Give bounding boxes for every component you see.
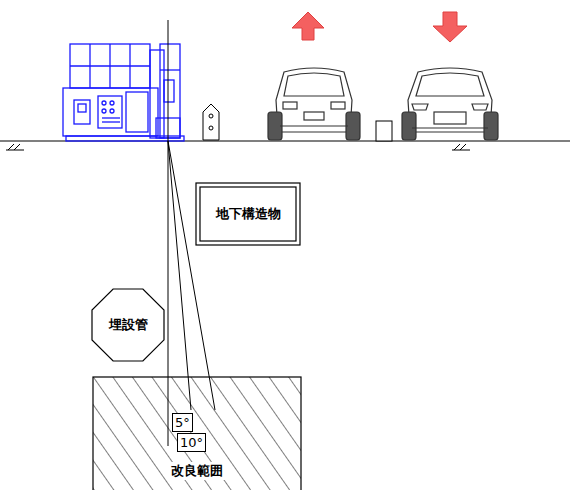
angle-label: 10° <box>177 433 206 452</box>
car <box>268 68 360 140</box>
drill-line <box>168 141 191 410</box>
node-label: 改良範囲 <box>168 462 226 480</box>
node-label: 埋設管 <box>109 316 148 334</box>
direction-arrow <box>433 12 467 42</box>
drill-line <box>168 141 215 410</box>
drilling-machine <box>63 44 184 141</box>
car <box>402 68 498 140</box>
angle-label: 5° <box>172 413 193 432</box>
direction-arrow <box>292 12 324 40</box>
node-label: 地下構造物 <box>216 205 281 223</box>
pipe-octagon: 埋設管 <box>88 285 168 365</box>
structure-box: 地下構造物 <box>195 182 301 246</box>
ground-mark <box>6 144 470 150</box>
curb-block <box>376 121 392 141</box>
barricade <box>203 104 219 140</box>
